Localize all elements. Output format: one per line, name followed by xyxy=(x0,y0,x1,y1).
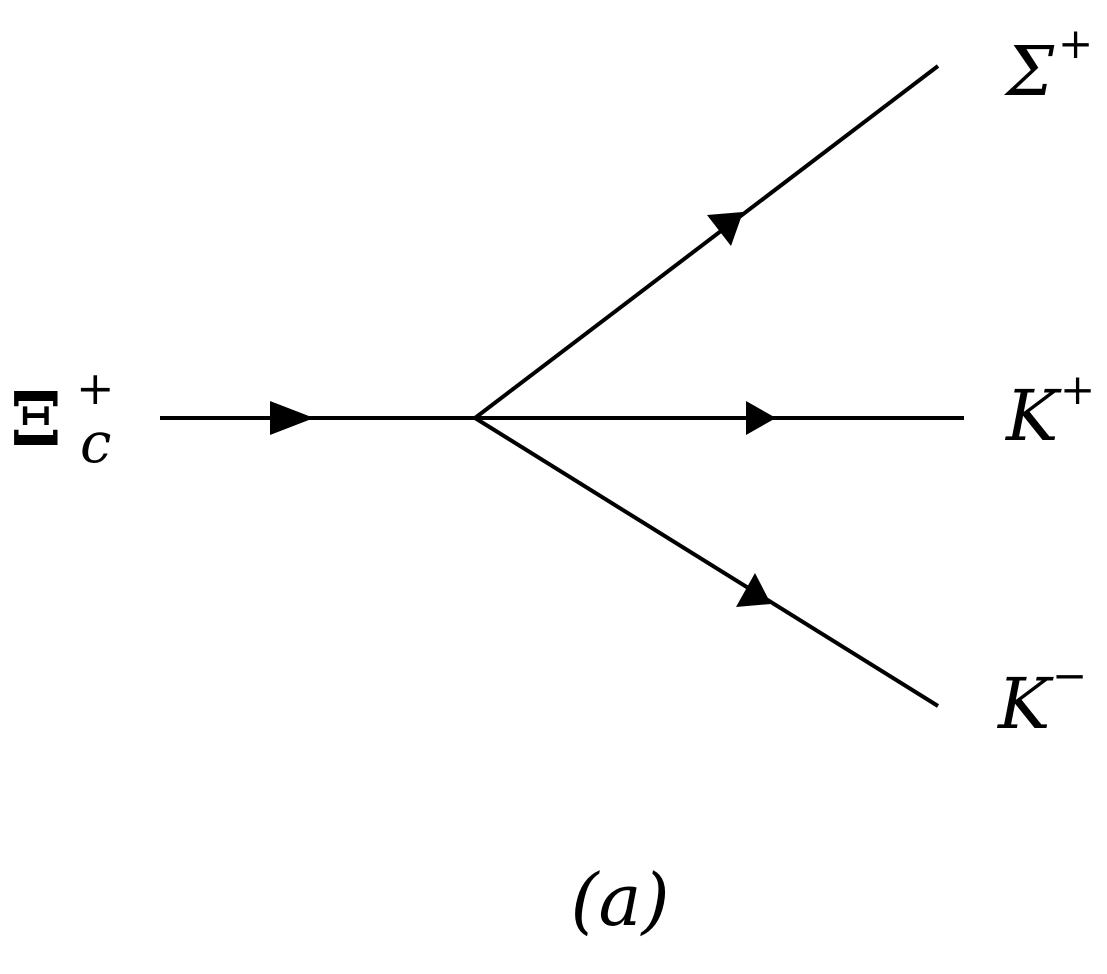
label-out-top-superscript: + xyxy=(1058,19,1093,68)
label-initial: Ξ xyxy=(10,377,62,463)
outgoing-line-bottom xyxy=(473,416,940,708)
arrow-bottom xyxy=(736,573,771,607)
label-out-bottom-superscript: − xyxy=(1052,651,1087,700)
label-out-bottom-symbol: K xyxy=(996,663,1054,745)
label-initial-subscript: c xyxy=(80,411,111,476)
arrow-incoming xyxy=(270,401,314,435)
decay-vertex xyxy=(473,416,477,420)
label-out-mid-superscript: + xyxy=(1060,365,1095,414)
arrow-top xyxy=(707,212,743,246)
label-out-mid-symbol: K xyxy=(1004,375,1062,457)
outgoing-line-top xyxy=(473,64,940,420)
label-initial-symbol: Ξ xyxy=(10,377,62,463)
label-out-top-symbol: Σ xyxy=(1003,33,1055,112)
figure-caption: (a) xyxy=(570,858,669,942)
label-initial-superscript: + xyxy=(76,361,115,415)
arrow-middle xyxy=(746,401,776,435)
